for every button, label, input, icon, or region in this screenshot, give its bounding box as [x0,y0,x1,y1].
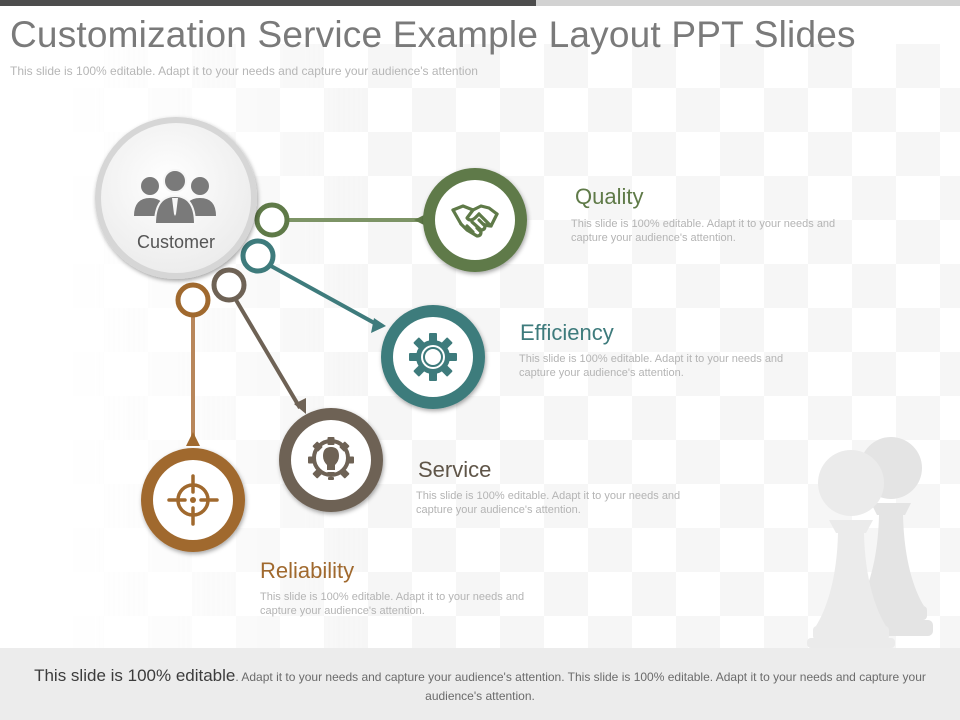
footer-text: This slide is 100% editable. Adapt it to… [12,666,948,706]
item-desc-quality: This slide is 100% editable. Adapt it to… [571,218,836,244]
connector-efficiency [240,238,386,333]
top-accent-bar-light [536,0,960,6]
node-efficiency [381,305,485,409]
slide-subtitle: This slide is 100% editable. Adapt it to… [10,64,478,78]
item-title-reliability: Reliability [260,558,355,583]
people-group-icon [134,169,216,225]
item-title-service: Service [418,457,492,482]
node-quality [423,168,527,272]
slide-title: Customization Service Example Layout PPT… [10,14,856,55]
connector-quality [254,202,430,238]
footer-lead: This slide is 100% editable [34,666,236,685]
item-desc-service: This slide is 100% editable. Adapt it to… [416,490,681,516]
footer-band [0,648,960,720]
item-title-quality: Quality [575,184,644,209]
gear-icon [409,333,457,381]
connector-reliability [175,282,211,446]
item-desc-reliability: This slide is 100% editable. Adapt it to… [260,591,525,617]
hub-label: Customer [136,232,216,252]
customer-hub [95,117,257,279]
top-accent-bar-dark [0,0,536,6]
lightbulb-gear-icon [308,437,354,480]
crosshair-target-icon [167,474,219,526]
footer-rest: . Adapt it to your needs and capture you… [235,670,926,703]
connector-service [211,267,306,414]
item-desc-efficiency: This slide is 100% editable. Adapt it to… [519,353,784,379]
node-service [279,408,383,512]
node-reliability [141,448,245,552]
item-title-efficiency: Efficiency [520,320,614,345]
handshake-icon [451,204,499,238]
chess-pawns-icon [807,437,933,648]
